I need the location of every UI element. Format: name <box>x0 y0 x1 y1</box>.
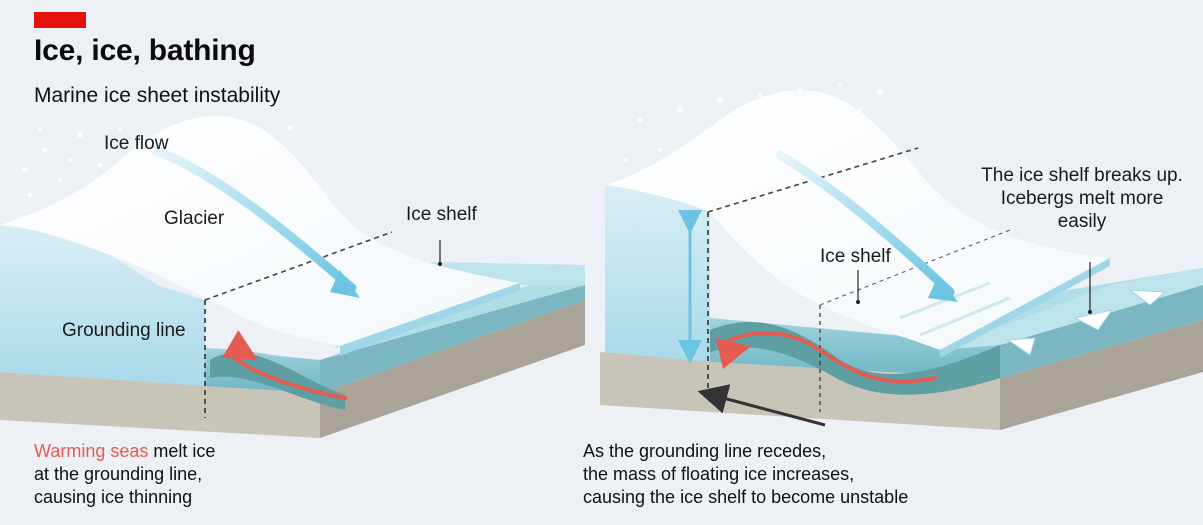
ice-flow-label: Ice flow <box>104 133 169 154</box>
right-caption-line3: causing the ice shelf to become unstable <box>583 487 909 507</box>
ice-flow-arrow <box>150 145 357 293</box>
warm-current-arrow-right <box>715 331 937 384</box>
breakup-line2: Icebergs melt more <box>1000 188 1164 209</box>
breakup-line1: The ice shelf breaks up. <box>981 165 1183 186</box>
page-subtitle: Marine ice sheet instability <box>34 84 281 107</box>
left-caption: Warming seas melt ice at the grounding l… <box>34 440 215 509</box>
right-caption: As the grounding line recedes, the mass … <box>583 440 908 509</box>
right-caption-line2: the mass of floating ice increases, <box>583 464 855 484</box>
right-block <box>600 90 1203 430</box>
breakup-line3: easily <box>1057 211 1107 232</box>
glacier-label: Glacier <box>164 208 225 229</box>
page-title: Ice, ice, bathing <box>34 34 256 67</box>
left-caption-line2: at the grounding line, <box>34 464 203 484</box>
iceberg <box>1006 337 1036 356</box>
snow-dots <box>22 83 883 198</box>
right-caption-line1: As the grounding line recedes, <box>583 441 827 461</box>
left-caption-rest: melt ice <box>148 441 216 461</box>
recede-arrow <box>697 384 826 427</box>
left-block <box>0 115 585 438</box>
brand-tag <box>34 12 86 28</box>
ice-shelf-label-right: Ice shelf <box>820 246 891 267</box>
ice-flow-arrow-right <box>775 150 955 297</box>
warm-current-arrow <box>222 330 347 400</box>
ice-shelf-label: Ice shelf <box>406 204 477 225</box>
grounding-line-label: Grounding line <box>62 320 186 341</box>
iceberg <box>1073 309 1114 331</box>
breakup-note: The ice shelf breaks up. Icebergs melt m… <box>964 164 1200 233</box>
left-caption-line3: causing ice thinning <box>34 487 193 507</box>
warming-seas-highlight: Warming seas <box>34 441 149 461</box>
iceberg <box>1128 289 1167 306</box>
